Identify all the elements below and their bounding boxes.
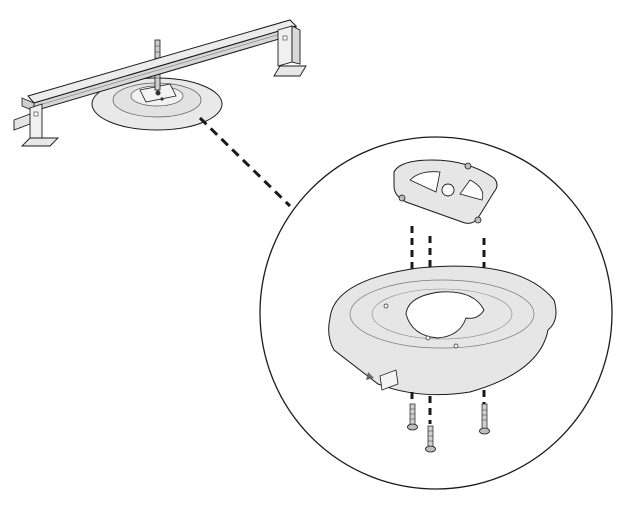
screw-center bbox=[425, 425, 436, 453]
mounting-frame-assembly bbox=[13, 19, 307, 147]
plate-screw-hole bbox=[383, 303, 389, 309]
right-foot-bracket bbox=[273, 25, 307, 77]
square-marker bbox=[379, 369, 399, 391]
plate-screw-hole bbox=[453, 343, 459, 349]
triangular-bracket bbox=[393, 159, 498, 224]
screw-right bbox=[479, 403, 490, 435]
zoom-leader-line bbox=[198, 116, 292, 208]
screw-left bbox=[407, 403, 418, 431]
left-foot-bracket bbox=[13, 103, 60, 147]
triangle-marker bbox=[366, 372, 374, 380]
plate-screw-hole bbox=[425, 335, 431, 341]
ceiling-plate-magnified bbox=[328, 265, 557, 396]
alignment-guides-lower bbox=[410, 390, 486, 424]
frame-ceiling-plate bbox=[91, 77, 223, 131]
